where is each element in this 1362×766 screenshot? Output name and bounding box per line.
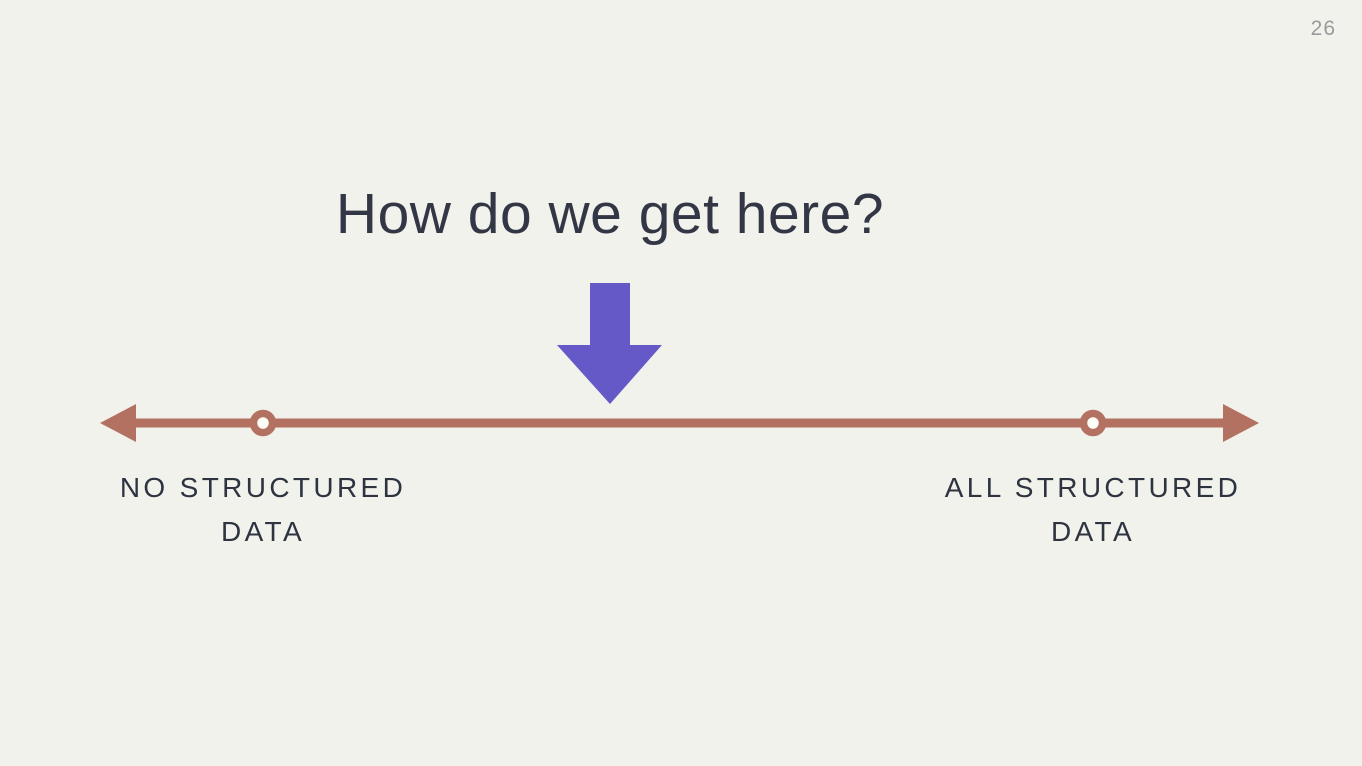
slide-title: How do we get here? bbox=[335, 182, 885, 246]
down-arrow-icon bbox=[557, 283, 662, 404]
left-arrowhead-icon bbox=[100, 404, 136, 442]
left-endpoint-label-line1: NO STRUCTURED bbox=[119, 472, 407, 503]
right-endpoint-label-line1: ALL STRUCTURED bbox=[944, 472, 1242, 503]
down-arrow-shape bbox=[557, 283, 662, 404]
right-endpoint-label-line2: DATA bbox=[1051, 516, 1135, 547]
spectrum-axis bbox=[100, 404, 1259, 442]
right-point-marker bbox=[1079, 409, 1107, 437]
left-endpoint-label-line2: DATA bbox=[221, 516, 305, 547]
right-arrowhead-icon bbox=[1223, 404, 1259, 442]
right-endpoint-label: ALL STRUCTURED DATA bbox=[883, 466, 1303, 554]
left-point-marker bbox=[249, 409, 277, 437]
left-endpoint-label: NO STRUCTURED DATA bbox=[53, 466, 473, 554]
page-number: 26 bbox=[1310, 17, 1336, 40]
